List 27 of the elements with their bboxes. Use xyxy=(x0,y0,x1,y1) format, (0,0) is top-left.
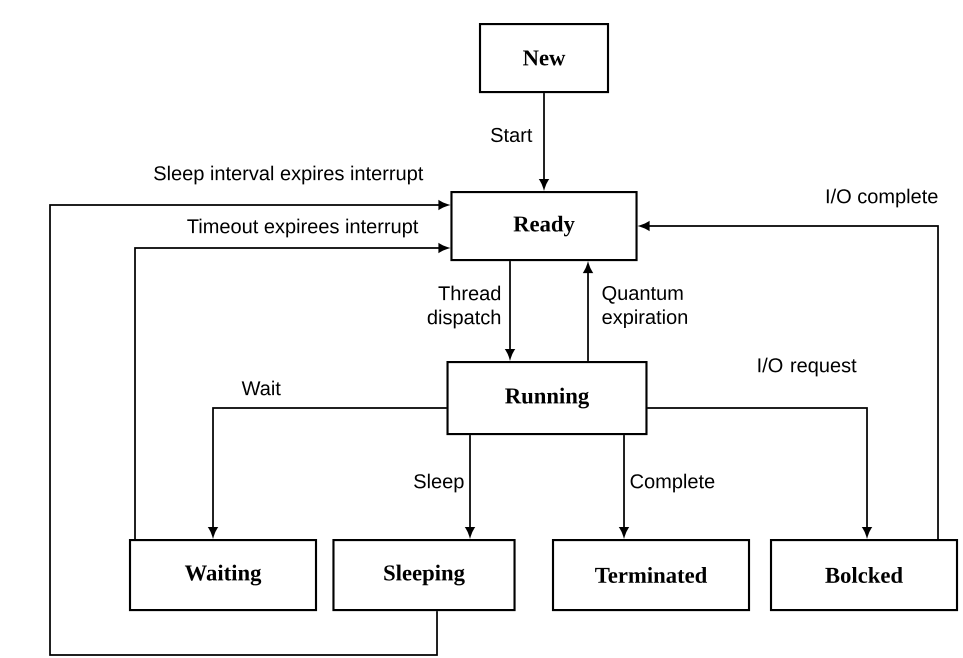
edge-label: Start xyxy=(491,128,532,142)
state-box: New xyxy=(478,22,610,94)
edge-label: Timeout expirees interrupt xyxy=(187,218,418,238)
arrow xyxy=(539,93,549,189)
state-box: Bolcked xyxy=(770,538,958,612)
edge-label: Sleep xyxy=(414,474,464,492)
arrow xyxy=(640,221,939,539)
state-box: Waiting xyxy=(128,538,318,612)
edge-label: Complete xyxy=(630,474,714,492)
arrow xyxy=(583,263,593,361)
edge-label: I/O request xyxy=(758,358,856,376)
edge-label: I/O complete xyxy=(826,188,938,208)
state-box: Sleeping xyxy=(332,538,516,612)
arrow xyxy=(49,200,448,656)
arrow xyxy=(208,407,446,537)
edge-label: Quantum expiration xyxy=(602,286,688,328)
arrow xyxy=(465,435,475,537)
arrow xyxy=(619,435,629,537)
arrow xyxy=(505,261,515,359)
edge-label: Thread dispatch xyxy=(428,286,500,328)
edge-label: Wait xyxy=(242,380,281,396)
arrow xyxy=(648,407,872,537)
state-box: Ready xyxy=(450,190,638,262)
state-box: Running xyxy=(446,360,648,436)
edge-label: Sleep interval expires interrupt xyxy=(154,166,424,184)
state-box: Terminated xyxy=(552,538,750,612)
arrow xyxy=(134,243,448,539)
